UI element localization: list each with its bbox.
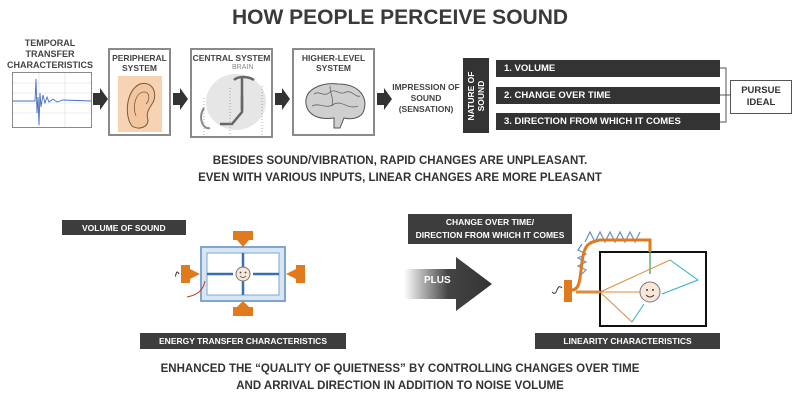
- waveform-graph: [12, 72, 92, 128]
- central-label: CENTRAL SYSTEM: [192, 53, 271, 63]
- nature-item: 2. CHANGE OVER TIME: [496, 87, 720, 104]
- higher-level-system-box: HIGHER-LEVEL SYSTEM: [292, 48, 375, 136]
- impression-label: IMPRESSION OF SOUND (SENSATION): [392, 82, 460, 114]
- header-line-1: CHANGE OVER TIME/: [445, 217, 535, 227]
- waveform-icon: [13, 73, 91, 127]
- central-system-box: CENTRAL SYSTEM BRAIN: [190, 48, 273, 138]
- peripheral-system-box: PERIPHERAL SYSTEM: [108, 48, 171, 136]
- plus-arrow-icon: [404, 257, 492, 311]
- energy-transfer-caption: ENERGY TRANSFER CHARACTERISTICS: [140, 333, 346, 349]
- energy-transfer-diagram: [175, 231, 305, 316]
- statement-line-2: EVEN WITH VARIOUS INPUTS, LINEAR CHANGES…: [198, 172, 602, 184]
- statement-line-1: BESIDES SOUND/VIBRATION, RAPID CHANGES A…: [212, 155, 588, 167]
- brain-label: BRAIN: [232, 64, 254, 71]
- change-over-time-header: CHANGE OVER TIME/ DIRECTION FROM WHICH I…: [408, 214, 572, 244]
- pursue-ideal-box: PURSUE IDEAL: [730, 80, 792, 114]
- temporal-label: TEMPORAL TRANSFER CHARACTERISTICS: [6, 38, 93, 70]
- higher-label: HIGHER-LEVEL SYSTEM: [301, 53, 366, 73]
- nature-item: 1. VOLUME: [496, 60, 720, 77]
- linearity-diagram: [551, 230, 707, 327]
- plus-label: PLUS: [424, 275, 451, 286]
- smiley-icon: [639, 281, 661, 303]
- smiley-icon: [235, 266, 251, 282]
- nature-of-sound-label: NATURE OF SOUND: [466, 71, 486, 120]
- header-line-2: DIRECTION FROM WHICH IT COMES: [415, 230, 565, 240]
- nature-of-sound-label-box: NATURE OF SOUND: [463, 58, 489, 133]
- page-title: HOW PEOPLE PERCEIVE SOUND: [231, 6, 569, 29]
- conclusion-line-1: ENHANCED THE “QUALITY OF QUIETNESS” BY C…: [160, 363, 640, 375]
- nature-item: 3. DIRECTION FROM WHICH IT COMES: [496, 113, 720, 130]
- brain-icon: [305, 83, 366, 129]
- ear-icon: [118, 76, 162, 132]
- conclusion-line-2: AND ARRIVAL DIRECTION IN ADDITION TO NOI…: [236, 380, 564, 392]
- auditory-pathway-icon: [200, 74, 266, 136]
- volume-of-sound-header: VOLUME OF SOUND: [62, 220, 186, 235]
- linearity-caption: LINEARITY CHARACTERISTICS: [535, 333, 720, 349]
- peripheral-label: PERIPHERAL SYSTEM: [112, 53, 167, 73]
